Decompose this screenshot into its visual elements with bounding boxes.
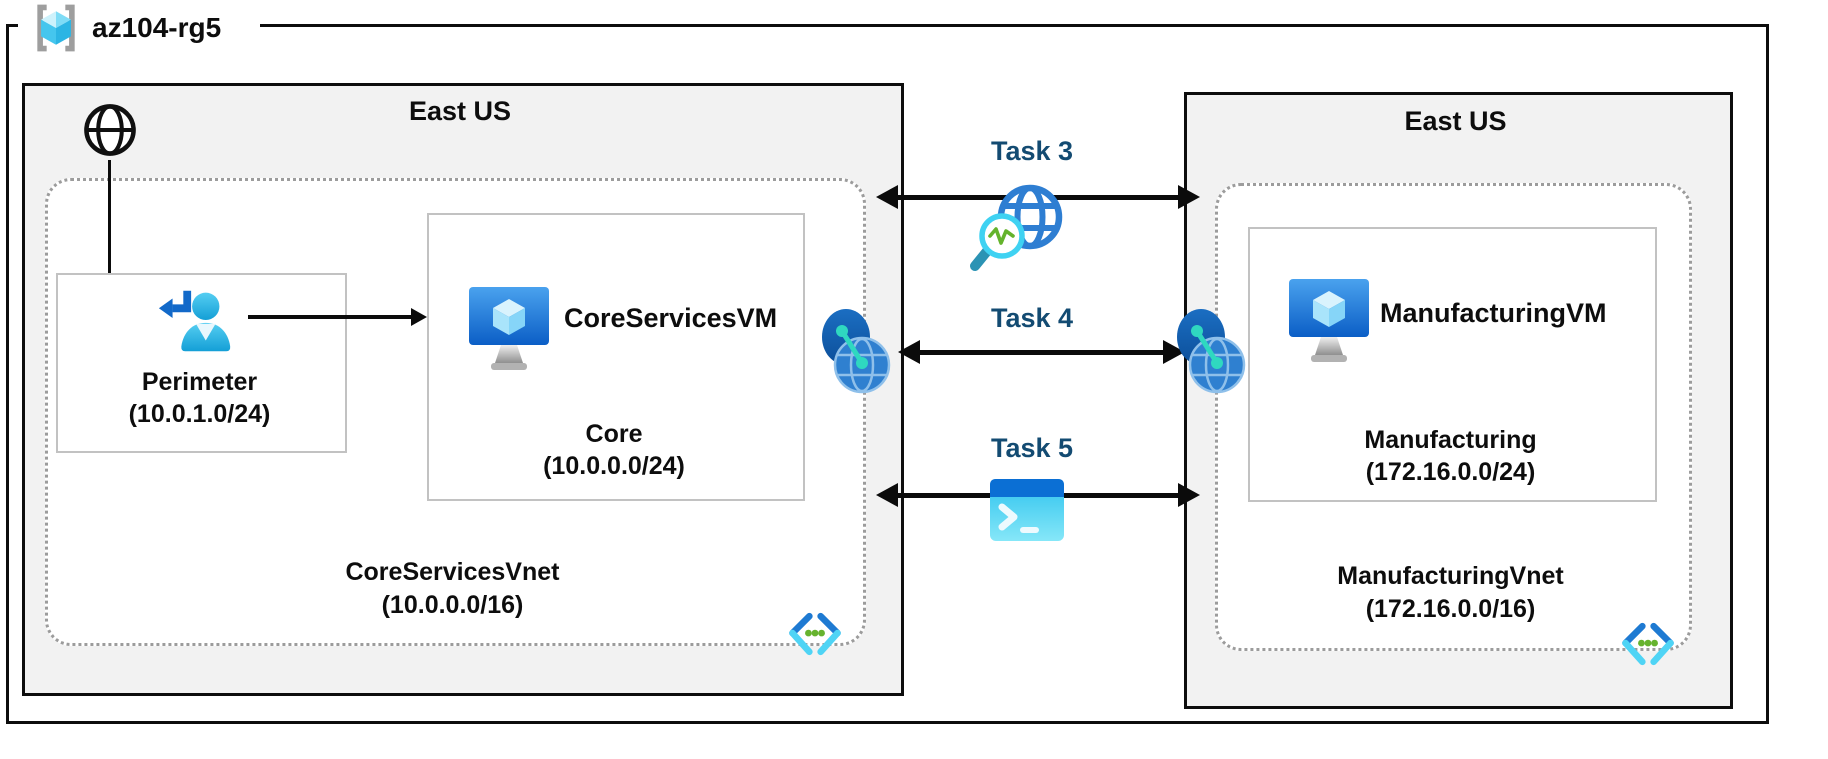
resource-group-icon [28,0,84,56]
vnet-peering-icon-right [1175,307,1247,397]
perimeter-subnet-cidr: (10.0.1.0/24) [128,400,271,428]
subnet-code-icon [785,610,845,658]
resource-group-box [6,24,1769,724]
virtual-machine-icon [1285,277,1373,369]
virtual-machine-icon [465,285,553,377]
perimeter-to-corevm-arrow [248,308,427,326]
task5-label: Task 5 [990,433,1074,463]
region-right-title: East US [1404,106,1507,136]
network-watcher-icon [968,170,1080,276]
manufacturing-subnet-cidr: (172.16.0.0/24) [1365,458,1536,486]
core-subnet-label: Core (10.0.0.0/24) [427,418,801,482]
perimeter-subnet-name: Perimeter [141,368,258,396]
task4-arrow [898,340,1185,364]
manufacturing-subnet-label: Manufacturing (172.16.0.0/24) [1248,424,1653,488]
core-vnet-cidr: (10.0.0.0/16) [381,590,524,619]
core-vnet-label: CoreServicesVnet (10.0.0.0/16) [45,556,860,621]
core-subnet-box [427,213,805,501]
resource-group-label: az104-rg5 [18,0,260,56]
vnet-peering-icon-left [820,307,892,397]
manufacturing-subnet-name: Manufacturing [1364,426,1537,454]
core-subnet-name: Core [585,420,643,448]
core-subnet-cidr: (10.0.0.0/24) [543,452,685,480]
manufacturing-vnet-label: ManufacturingVnet (172.16.0.0/16) [1215,560,1686,625]
manufacturing-vnet-name: ManufacturingVnet [1337,562,1564,590]
resource-group-name: az104-rg5 [92,12,222,43]
manufacturing-vnet-cidr: (172.16.0.0/16) [1365,594,1536,623]
region-left-title: East US [408,96,512,126]
cloud-shell-terminal-icon [988,477,1066,543]
internet-globe-icon [81,101,139,159]
task3-label: Task 3 [990,136,1074,166]
core-vnet-name: CoreServicesVnet [345,558,560,586]
subnet-code-icon [1618,620,1678,668]
manufacturing-vm-name: ManufacturingVM [1380,298,1607,328]
task4-label: Task 4 [990,303,1074,333]
core-vm-name: CoreServicesVM [564,303,778,333]
manufacturing-subnet-box [1248,227,1657,502]
user-sign-in-icon [155,279,237,361]
perimeter-subnet-label: Perimeter (10.0.1.0/24) [56,366,343,430]
